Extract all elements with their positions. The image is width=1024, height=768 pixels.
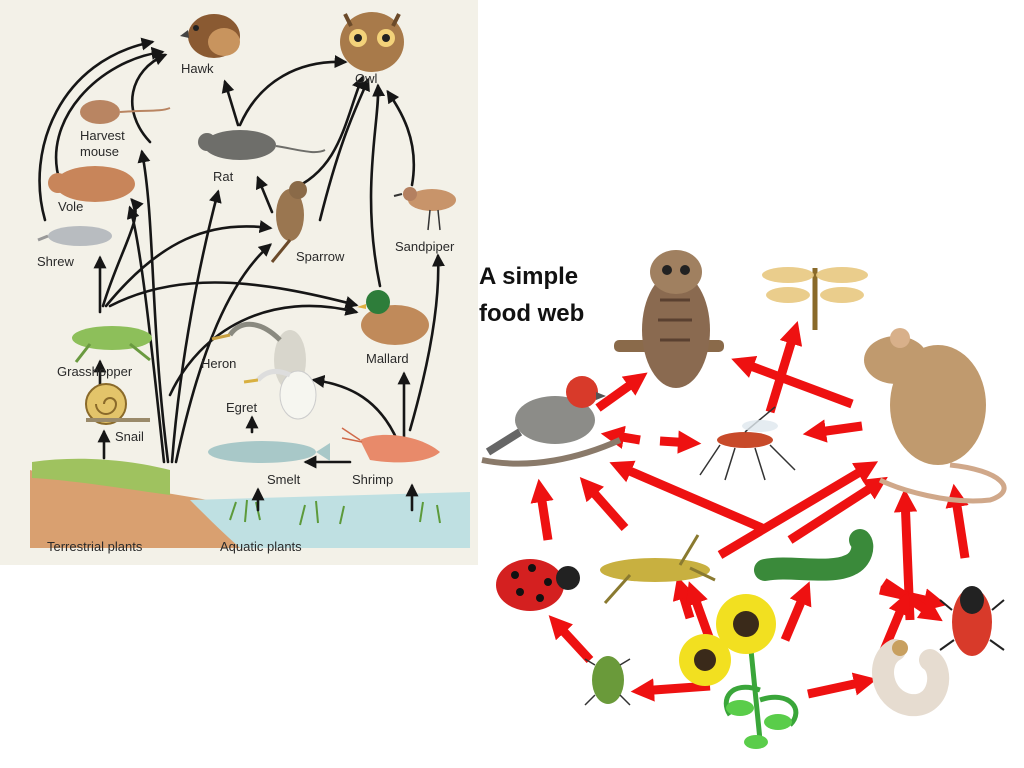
label-snail: Snail xyxy=(115,429,144,444)
shrew-icon xyxy=(37,226,112,246)
smelt-icon xyxy=(208,441,330,463)
harvest-mouse-icon xyxy=(80,100,171,124)
label-smelt: Smelt xyxy=(267,472,301,487)
owl-icon xyxy=(340,12,404,72)
rat-icon xyxy=(198,130,326,160)
finch-icon xyxy=(481,376,622,467)
owl-icon xyxy=(614,250,724,388)
egret-icon xyxy=(243,368,317,420)
sparrow-icon xyxy=(270,181,307,263)
title-line-1: A simple xyxy=(479,263,578,290)
left-arrows xyxy=(38,37,445,512)
water-body xyxy=(190,492,470,548)
grasshopper-icon xyxy=(72,326,152,363)
mallard-icon xyxy=(357,290,429,345)
snail-icon xyxy=(85,383,150,425)
label-owl: Owl xyxy=(355,71,378,86)
label-terrestrial-plants: Terrestrial plants xyxy=(47,539,143,554)
sunflower-icon xyxy=(679,594,799,749)
right-food-web-panel: A simple food web xyxy=(479,250,1007,749)
aphid-icon xyxy=(584,656,631,706)
vole-icon xyxy=(48,166,135,202)
grub-icon xyxy=(872,639,950,717)
grass-strip xyxy=(32,458,170,495)
mosquito-icon xyxy=(699,406,796,481)
left-food-web-panel: Hawk Owl Harvest mouse Rat Vole Sparrow … xyxy=(0,0,478,565)
grasshopper-icon xyxy=(600,534,716,604)
red-arrows xyxy=(530,321,970,702)
label-mallard: Mallard xyxy=(366,351,409,366)
title-line-2: food web xyxy=(479,300,584,327)
label-shrimp: Shrimp xyxy=(352,472,393,487)
mouse-icon xyxy=(864,328,1007,504)
dragonfly-icon xyxy=(762,267,868,330)
label-harvest-mouse-line2: mouse xyxy=(80,144,119,159)
shrimp-icon xyxy=(341,427,440,463)
label-hawk: Hawk xyxy=(181,61,214,76)
label-grasshopper: Grasshopper xyxy=(57,364,133,379)
ladybug-icon xyxy=(496,559,580,611)
label-rat: Rat xyxy=(213,169,234,184)
hawk-icon xyxy=(180,14,240,58)
label-vole: Vole xyxy=(58,199,83,214)
label-egret: Egret xyxy=(226,400,257,415)
left-labels: Hawk Owl Harvest mouse Rat Vole Sparrow … xyxy=(37,61,455,554)
label-sparrow: Sparrow xyxy=(296,249,345,264)
label-aquatic-plants: Aquatic plants xyxy=(220,539,302,554)
assassin-bug-icon xyxy=(939,586,1005,656)
label-shrew: Shrew xyxy=(37,254,74,269)
sandpiper-icon xyxy=(393,187,456,231)
caterpillar-icon xyxy=(754,529,874,581)
label-heron: Heron xyxy=(201,356,236,371)
label-sandpiper: Sandpiper xyxy=(395,239,455,254)
label-harvest-mouse-line1: Harvest xyxy=(80,128,125,143)
